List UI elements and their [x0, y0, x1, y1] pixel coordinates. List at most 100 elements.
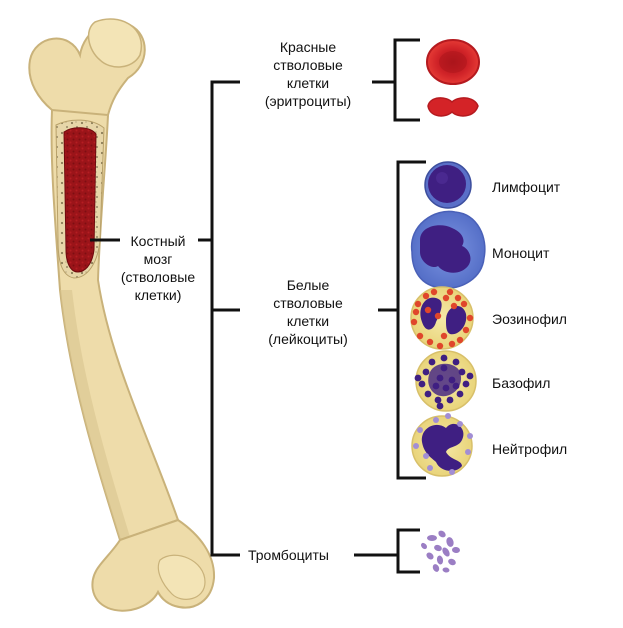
basophil-granule [442, 384, 450, 392]
eosinophil-granule [446, 288, 454, 296]
lymphocyte-label: Лимфоцит [492, 179, 561, 195]
basophil-granule [422, 368, 430, 376]
white-cells-label-line-1: Белые [286, 277, 330, 293]
platelets-bracket [396, 528, 420, 574]
platelet [427, 535, 437, 541]
eosinophil-granule [416, 332, 424, 340]
eosinophil-granule [436, 342, 444, 350]
platelet [438, 530, 446, 538]
platelet [432, 564, 440, 572]
platelet [434, 544, 442, 552]
platelet [448, 558, 456, 566]
eosinophil-granule [412, 308, 420, 316]
lymphocyte-cell [424, 161, 472, 209]
eosinophil-granule [434, 312, 442, 320]
basophil-granule [436, 402, 444, 410]
neutrophil-cell [411, 413, 473, 477]
eosinophil-granule [466, 314, 474, 322]
eosinophil-granule [448, 340, 456, 348]
eosinophil-granule [414, 300, 422, 308]
basophil-granule [418, 380, 426, 388]
white-cells-label-line-4: (лейкоциты) [268, 331, 348, 347]
eosinophil-cell [410, 286, 474, 350]
platelet [446, 537, 454, 547]
basophil-granule [440, 354, 448, 362]
neutrophil-granule [433, 417, 439, 423]
platelet [420, 542, 428, 550]
monocyte-label: Моноцит [492, 245, 550, 261]
basophil-granule [434, 396, 442, 404]
eosinophil-granule [456, 336, 464, 344]
main-bracket [210, 80, 240, 557]
eosinophil-granule [410, 318, 418, 326]
eosinophil-granule [430, 288, 438, 296]
neutrophil-granules [413, 413, 473, 475]
basophil-granule [452, 382, 460, 390]
connector-lines [90, 38, 426, 574]
platelet [426, 552, 434, 560]
basophil-granule [446, 396, 454, 404]
neutrophil-label: Нейтрофил [492, 441, 568, 457]
eosinophil-granule [442, 294, 450, 302]
basophil-granule [424, 390, 432, 398]
platelet [452, 546, 460, 554]
eosinophil-label: Эозинофил [492, 311, 567, 327]
eosinophil-granule [426, 338, 434, 346]
red-cells-label: Красные стволовые клетки (эритроциты) [246, 38, 370, 110]
basophil-granule [462, 380, 470, 388]
eosinophil-granule [422, 292, 430, 300]
eosinophil-granule [462, 326, 470, 334]
platelet [442, 567, 450, 573]
basophil-granule [466, 372, 474, 380]
platelet [442, 547, 450, 557]
red-cells-label-line-4: (эритроциты) [264, 93, 352, 109]
basophil-label: Базофил [492, 375, 551, 391]
basophil-granule [436, 374, 444, 382]
marrow-label-line-3: (стволовые [120, 269, 196, 285]
platelet [436, 555, 444, 565]
femur-bone [28, 18, 216, 612]
marrow-cavity [63, 127, 97, 273]
marrow-label-line-4: клетки) [134, 287, 182, 303]
monocyte-cell [411, 210, 486, 289]
erythrocyte-top [426, 39, 480, 85]
neutrophil-granule [413, 443, 419, 449]
basophil-granules [414, 354, 474, 410]
marrow-label-line-2: мозг [143, 251, 173, 267]
neutrophil-granule [457, 421, 463, 427]
white-cells-label: Белые стволовые клетки (лейкоциты) [246, 276, 370, 348]
platelets-label: Тромбоциты [248, 547, 329, 563]
neutrophil-granule [427, 465, 433, 471]
red-cells-label-line-3: клетки [286, 75, 330, 91]
basophil-granule [432, 382, 440, 390]
platelets-cluster [420, 530, 460, 573]
marrow-label-line-1: Костный [130, 233, 186, 249]
basophil-granule [448, 376, 456, 384]
neutrophil-granule [417, 427, 423, 433]
red-cells-label-line-2: стволовые [273, 57, 343, 73]
neutrophil-granule [445, 413, 451, 419]
basophil-cell [414, 350, 477, 412]
basophil-granule [458, 368, 466, 376]
basophil-granule [414, 374, 422, 382]
basophil-granule [428, 358, 436, 366]
eosinophil-granule [454, 294, 462, 302]
eosinophil-granule [424, 306, 432, 314]
neutrophil-granule [423, 453, 429, 459]
neutrophil-granule [467, 433, 473, 439]
white-cells-label-line-3: клетки [286, 313, 330, 329]
white-cells-bracket [396, 160, 426, 480]
basophil-granule [456, 390, 464, 398]
erythrocyte-side [427, 97, 479, 117]
eosinophil-granules [410, 288, 474, 350]
neutrophil-granule [449, 469, 455, 475]
basophil-granule [452, 358, 460, 366]
eosinophil-granule [450, 302, 458, 310]
red-cells-bracket [393, 38, 420, 122]
white-cells-label-line-2: стволовые [273, 295, 343, 311]
neutrophil-granule [465, 449, 471, 455]
red-cells-label-line-1: Красные [279, 39, 337, 55]
basophil-granule [440, 364, 448, 372]
